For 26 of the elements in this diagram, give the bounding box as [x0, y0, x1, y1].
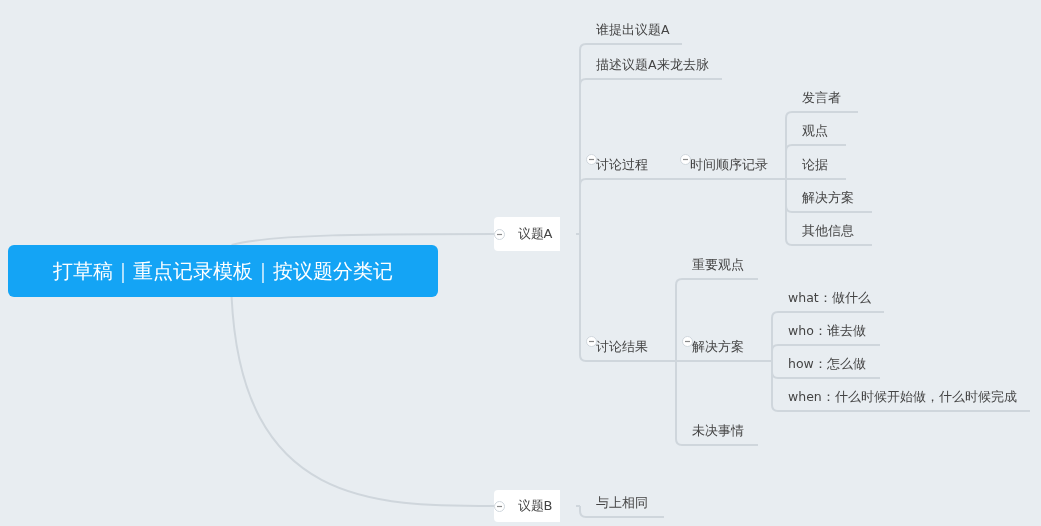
subtopic-label: what：做什么	[778, 287, 884, 313]
subtopic-label: 解决方案	[682, 336, 768, 362]
subtopic-label: 时间顺序记录	[680, 154, 782, 180]
connector-line	[230, 296, 495, 507]
connector-line	[230, 233, 495, 246]
subtopic-label: 解决方案	[792, 187, 872, 213]
subtopic-label: 谁提出议题A	[586, 19, 682, 45]
connector-line	[767, 311, 779, 412]
subtopic-label: how：怎么做	[778, 353, 880, 379]
subtopic-label: 未决事情	[682, 420, 758, 446]
connector-line	[575, 43, 587, 362]
subtopic-label: 其他信息	[792, 220, 872, 246]
central-topic: 打草稿｜重点记录模板｜按议题分类记	[8, 245, 438, 297]
connector-line	[575, 505, 587, 518]
subtopic-label: 论据	[792, 154, 846, 180]
subtopic-label: 讨论结果	[586, 336, 672, 362]
subtopic-label: 讨论过程	[586, 154, 672, 180]
connector-line	[671, 278, 683, 446]
subtopic-label: who：谁去做	[778, 320, 880, 346]
subtopic-label: when：什么时候开始做，什么时候完成	[778, 386, 1030, 412]
subtopic-label: 描述议题A来龙去脉	[586, 54, 722, 80]
subtopic-label: 与上相同	[586, 492, 664, 518]
connector-line	[781, 111, 793, 246]
subtopic-label: 观点	[792, 120, 846, 146]
subtopic-label: 发言者	[792, 87, 858, 113]
subtopic-label: 重要观点	[682, 254, 758, 280]
